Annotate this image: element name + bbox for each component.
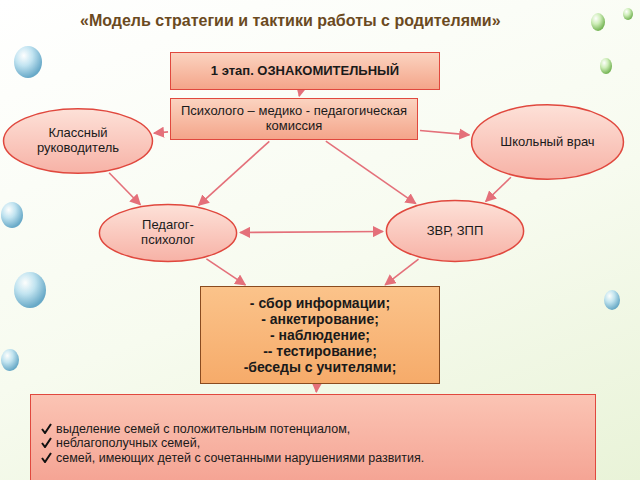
flow-arrow	[385, 259, 418, 285]
check-bullet	[41, 452, 52, 463]
method-item: -беседы с учителями;	[244, 359, 397, 375]
node-label: Педагог-психолог	[116, 218, 220, 248]
method-item: - сбор информации;	[250, 295, 390, 311]
role-ellipse: Педагог-психолог	[98, 204, 238, 262]
method-item: - анкетирование;	[261, 311, 379, 327]
role-ellipse: ЗВР, ЗПП	[385, 200, 525, 262]
result-item: выделение семей с положительным потенциа…	[56, 422, 350, 436]
flow-arrow	[154, 132, 168, 133]
method-list-box: - сбор информации;- анкетирование;- набл…	[200, 286, 440, 384]
flow-arrow	[326, 141, 416, 204]
flow-arrow	[486, 177, 511, 201]
method-item: - наблюдение;	[270, 327, 370, 343]
node-label: Классный руководитель	[20, 126, 136, 156]
flow-arrow	[109, 173, 140, 205]
flow-arrow	[298, 92, 301, 96]
check-bullet	[41, 437, 52, 448]
result-item: семей, имеющих детей с сочетанными наруш…	[56, 451, 424, 465]
process-box: 1 этап. ОЗНАКОМИТЕЛЬНЫЙ	[170, 52, 440, 90]
result-box: выделение семей с положительным потенциа…	[30, 394, 596, 480]
method-item: -- тестирование;	[263, 343, 377, 359]
check-bullet	[41, 423, 52, 434]
result-item: неблагополучных семей,	[56, 436, 200, 450]
role-ellipse: Школьный врач	[470, 104, 625, 180]
process-box: Психолого – медико - педагогическая коми…	[170, 98, 418, 140]
node-label: 1 этап. ОЗНАКОМИТЕЛЬНЫЙ	[211, 64, 399, 79]
node-label: Школьный врач	[500, 135, 594, 150]
flow-arrow	[206, 259, 245, 285]
diagram-title: «Модель стратегии и тактики работы с род…	[80, 12, 501, 30]
bullet-row: неблагополучных семей,	[39, 436, 587, 450]
flow-arrow	[199, 141, 270, 205]
bullet-row: выделение семей с положительным потенциа…	[39, 422, 587, 436]
flow-arrow	[240, 231, 383, 234]
bullet-row: семей, имеющих детей с сочетанными наруш…	[39, 451, 587, 465]
flow-arrow	[420, 130, 469, 134]
flow-arrow	[316, 386, 318, 392]
role-ellipse: Классный руководитель	[2, 108, 154, 174]
node-label: ЗВР, ЗПП	[427, 224, 484, 239]
node-label: Психолого – медико - педагогическая коми…	[179, 104, 409, 134]
